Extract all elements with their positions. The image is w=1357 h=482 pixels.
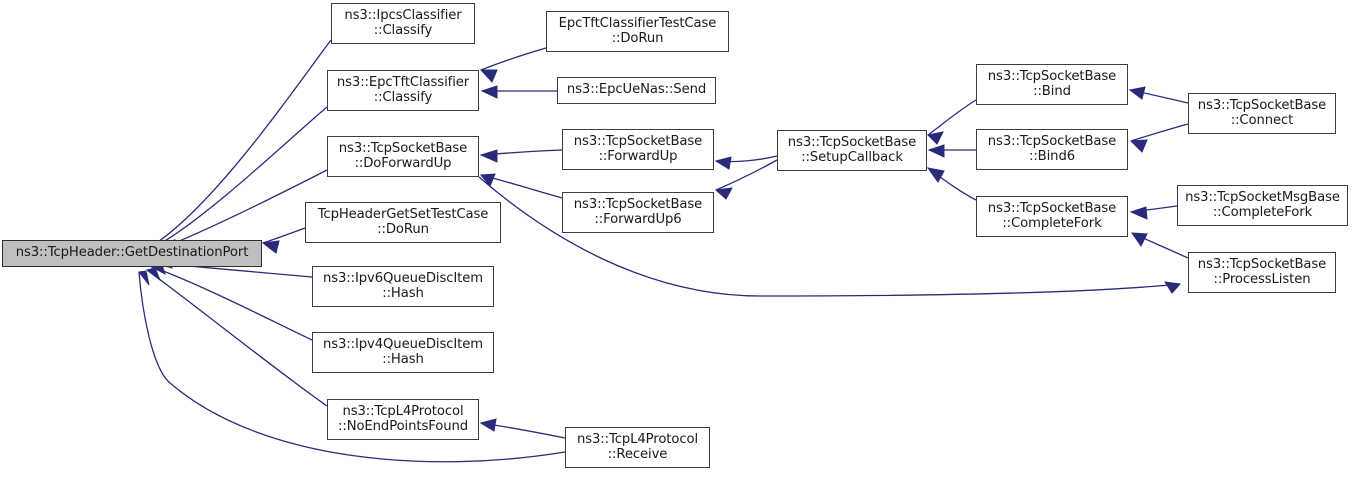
graph-node-tcpl4_receive[interactable]: ns3::TcpL4Protocol ::Receive	[565, 427, 710, 468]
graph-node-msgbase_completefork[interactable]: ns3::TcpSocketMsgBase ::CompleteFork	[1177, 185, 1348, 226]
arrowhead-completefork-to-setupcallback	[926, 167, 945, 183]
edge-processlisten-to-completefork	[1131, 232, 1189, 259]
graph-node-setupcallback[interactable]: ns3::TcpSocketBase ::SetupCallback	[777, 130, 927, 171]
edge-epctft_classify-to-root	[159, 106, 328, 245]
graph-node-processlisten[interactable]: ns3::TcpSocketBase ::ProcessListen	[1188, 252, 1336, 293]
arrowhead-bind-to-setupcallback	[926, 131, 944, 145]
graph-node-label: ns3::TcpSocketBase ::SetupCallback	[787, 134, 917, 165]
arrowhead-connect-to-bind6	[1129, 139, 1148, 153]
edge-connect-to-bind	[1129, 89, 1189, 104]
arrowhead-setupcallback-to-forwardup6	[714, 187, 733, 200]
edge-forwardup-to-doforwardup	[480, 149, 563, 156]
graph-node-label: ns3::TcpSocketBase ::Bind6	[987, 133, 1117, 164]
graph-node-doforwardup[interactable]: ns3::TcpSocketBase ::DoForwardUp	[327, 136, 479, 177]
arrowhead-noendpointsfound-to-root	[145, 267, 162, 282]
arrowhead-setupcallback-to-forwardup	[714, 156, 732, 170]
graph-node-label: ns3::TcpSocketBase ::DoForwardUp	[338, 140, 468, 171]
graph-node-label: ns3::TcpL4Protocol ::Receive	[576, 431, 699, 462]
edge-connect-to-bind6	[1130, 123, 1189, 142]
graph-node-label: ns3::TcpSocketBase ::ProcessListen	[1197, 256, 1327, 287]
arrowhead-forwardup6-to-doforwardup	[480, 173, 496, 187]
edge-setupcallback-to-forwardup6	[715, 159, 778, 191]
arrowhead-tcpheader_testcase-to-root	[261, 240, 280, 254]
edge-msgbase_completefork-to-completefork	[1130, 205, 1178, 213]
edge-noendpointsfound-to-root	[146, 269, 328, 407]
edge-bind-to-setupcallback	[927, 99, 977, 136]
arrowhead-msgbase_completefork-to-completefork	[1129, 206, 1148, 220]
graph-node-label: EpcTftClassifierTestCase ::DoRun	[558, 15, 717, 46]
arrowhead-processlisten-to-completefork	[1130, 232, 1148, 247]
graph-node-label: ns3::Ipv4QueueDiscItem ::Hash	[322, 336, 484, 367]
graph-node-label: ns3::IpcsClassifier ::Classify	[344, 7, 462, 38]
edge-forwardup6-to-doforwardup	[480, 174, 563, 199]
graph-node-root[interactable]: ns3::TcpHeader::GetDestinationPort	[2, 240, 262, 267]
graph-node-forwardup6[interactable]: ns3::TcpSocketBase ::ForwardUp6	[562, 192, 714, 233]
edge-completefork-to-setupcallback	[927, 167, 977, 201]
graph-node-label: ns3::EpcTftClassifier ::Classify	[336, 74, 470, 105]
graph-node-label: ns3::TcpSocketBase ::Bind	[987, 68, 1117, 99]
arrowhead-doforwardup-to-processlisten	[1164, 281, 1181, 294]
edge-setupcallback-to-forwardup	[715, 155, 778, 163]
edge-epctft_testcase_dorun-to-epctft_classify	[480, 47, 547, 71]
graph-node-ipv4_queue_hash[interactable]: ns3::Ipv4QueueDiscItem ::Hash	[312, 332, 494, 373]
graph-node-label: ns3::TcpHeader::GetDestinationPort	[15, 245, 249, 261]
edge-doforwardup-to-root	[171, 169, 328, 245]
graph-node-label: ns3::TcpSocketBase ::CompleteFork	[987, 200, 1117, 231]
graph-node-epctft_testcase_dorun[interactable]: EpcTftClassifierTestCase ::DoRun	[546, 11, 729, 52]
edge-ipv4_queue_hash-to-root	[149, 265, 313, 341]
graph-node-bind[interactable]: ns3::TcpSocketBase ::Bind	[976, 64, 1128, 105]
arrowhead-tcpl4_receive-to-noendpointsfound	[479, 418, 497, 432]
graph-node-label: ns3::Ipv6QueueDiscItem ::Hash	[322, 270, 484, 301]
arrowhead-tcpl4_receive-to-root	[138, 270, 150, 286]
edge-tcpl4_receive-to-noendpointsfound	[480, 422, 566, 439]
arrowhead-epctft_testcase_dorun-to-epctft_classify	[479, 69, 498, 83]
graph-node-connect[interactable]: ns3::TcpSocketBase ::Connect	[1188, 93, 1336, 134]
graph-node-epcuenas_send[interactable]: ns3::EpcUeNas::Send	[557, 77, 716, 104]
graph-node-bind6[interactable]: ns3::TcpSocketBase ::Bind6	[976, 129, 1128, 170]
graph-node-epctft_classify[interactable]: ns3::EpcTftClassifier ::Classify	[327, 70, 479, 111]
arrowhead-epcuenas_send-to-epctft_classify	[480, 85, 498, 99]
graph-node-forwardup[interactable]: ns3::TcpSocketBase ::ForwardUp	[562, 129, 714, 170]
arrowhead-forwardup-to-doforwardup	[479, 149, 498, 163]
graph-node-ipcs_classify[interactable]: ns3::IpcsClassifier ::Classify	[331, 3, 475, 44]
arrowhead-connect-to-bind	[1128, 86, 1146, 100]
graph-node-label: ns3::TcpL4Protocol ::NoEndPointsFound	[338, 403, 468, 434]
graph-node-label: TcpHeaderGetSetTestCase ::DoRun	[317, 206, 489, 237]
graph-node-noendpointsfound[interactable]: ns3::TcpL4Protocol ::NoEndPointsFound	[327, 399, 479, 440]
edge-tcpheader_testcase-to-root	[262, 227, 306, 244]
graph-node-ipv6_queue_hash[interactable]: ns3::Ipv6QueueDiscItem ::Hash	[312, 266, 494, 307]
graph-node-label: ns3::TcpSocketBase ::Connect	[1197, 97, 1327, 128]
graph-node-completefork[interactable]: ns3::TcpSocketBase ::CompleteFork	[976, 196, 1128, 237]
graph-node-label: ns3::EpcUeNas::Send	[566, 82, 707, 98]
graph-node-label: ns3::TcpSocketBase ::ForwardUp	[573, 133, 703, 164]
arrowhead-bind6-to-setupcallback	[927, 144, 945, 158]
graph-node-label: ns3::TcpSocketBase ::ForwardUp6	[573, 196, 703, 227]
graph-node-label: ns3::TcpSocketMsgBase ::CompleteFork	[1185, 189, 1340, 220]
graph-node-tcpheader_testcase[interactable]: TcpHeaderGetSetTestCase ::DoRun	[305, 202, 501, 243]
